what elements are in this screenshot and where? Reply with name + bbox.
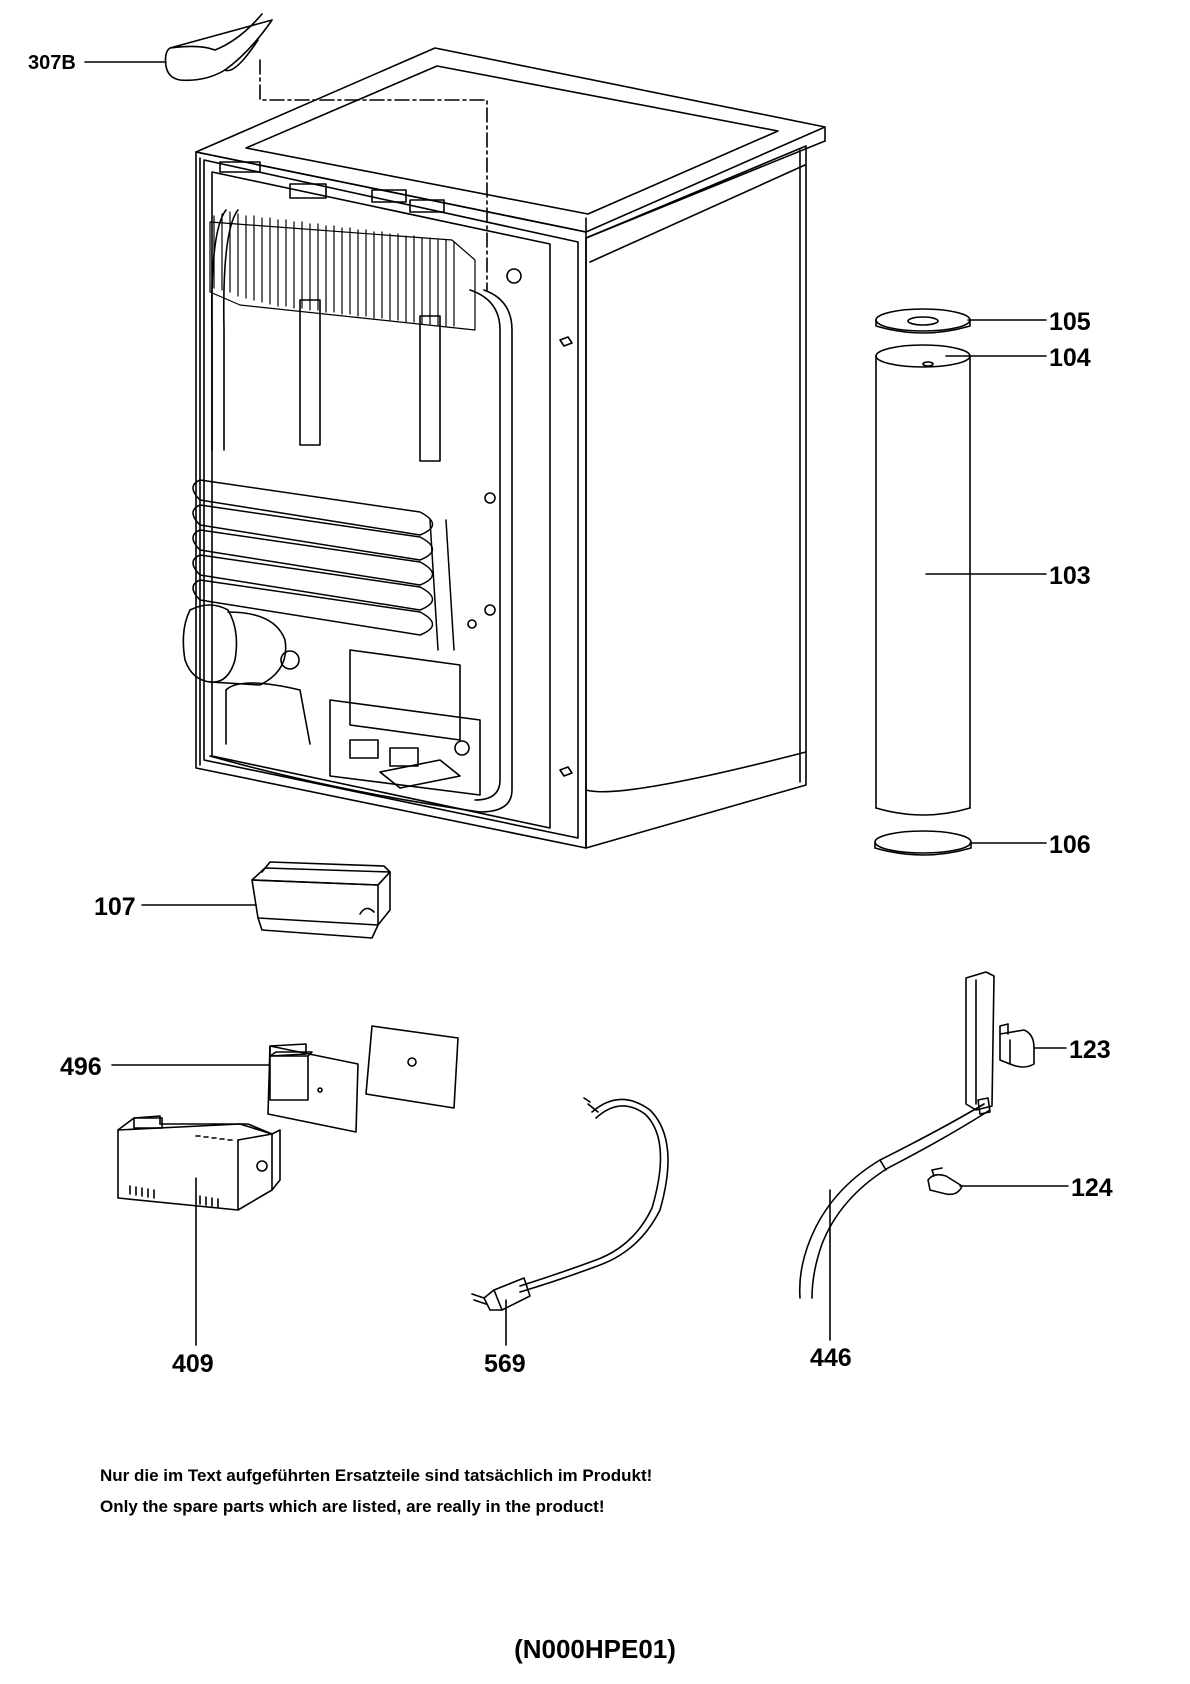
callout-107: 107 (94, 893, 136, 921)
part-446-sensor-probe (800, 972, 994, 1298)
callout-409: 409 (172, 1350, 214, 1378)
callout-104: 104 (1049, 344, 1091, 372)
refrigerator-cabinet (183, 48, 825, 848)
part-103-insulation-roll (876, 345, 970, 815)
callout-105: 105 (1049, 308, 1091, 336)
callout-123: 123 (1069, 1036, 1111, 1064)
callout-103: 103 (1049, 562, 1091, 590)
callout-106: 106 (1049, 831, 1091, 859)
part-106-disc (875, 831, 971, 855)
part-569-power-cable (472, 1098, 668, 1310)
note-german: Nur die im Text aufgeführten Ersatzteile… (100, 1466, 653, 1485)
part-496-control-board (268, 1026, 458, 1132)
part-105-cap (876, 309, 970, 333)
note-english: Only the spare parts which are listed, a… (100, 1497, 605, 1516)
drawing-code: (N000HPE01) (514, 1634, 676, 1664)
part-107-drip-tray (252, 862, 390, 938)
callout-569: 569 (484, 1350, 526, 1378)
callout-496: 496 (60, 1053, 102, 1081)
callout-446: 446 (810, 1344, 852, 1372)
part-124-clip (928, 1168, 962, 1194)
part-409-electronic-box (118, 1116, 280, 1210)
part-307B-grommet (166, 14, 273, 80)
part-123-clip (1000, 1024, 1034, 1067)
callout-124: 124 (1071, 1174, 1113, 1202)
callout-307B: 307B (28, 52, 76, 74)
